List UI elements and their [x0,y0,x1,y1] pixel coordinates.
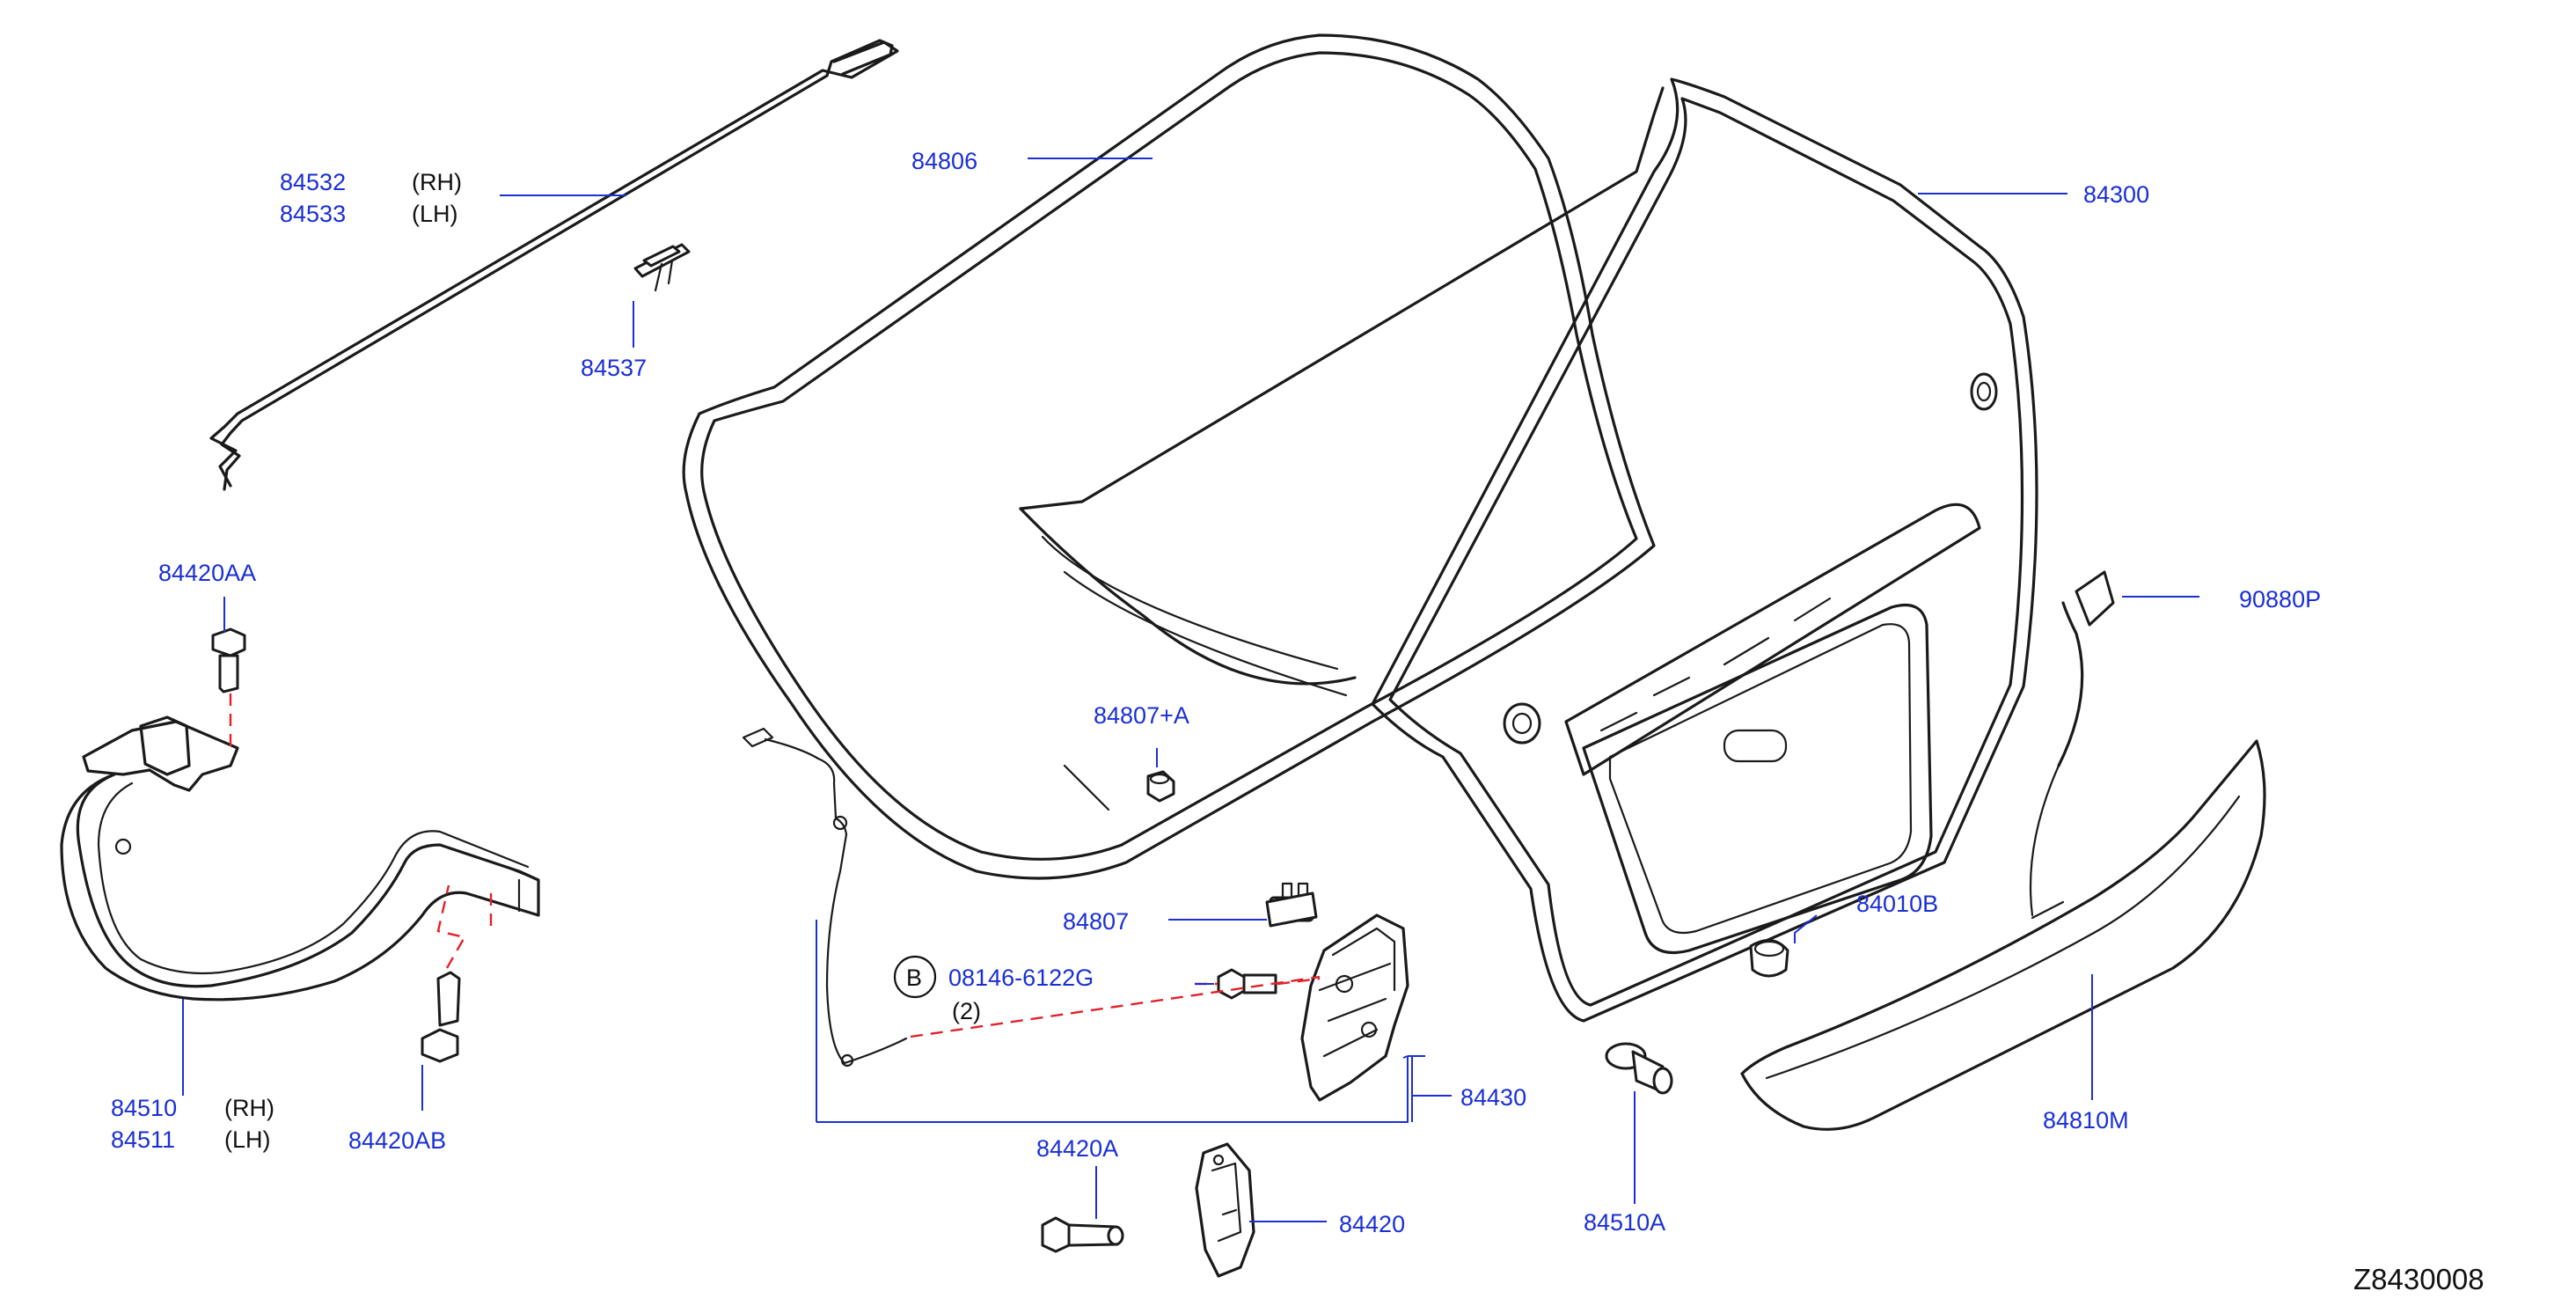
label-84810m: 84810M [2043,1107,2129,1134]
label-84510a: 84510A [1584,1209,1665,1236]
label-84533: 84533 [280,201,346,227]
bolt-symbol-circle [893,955,937,999]
grommet-84010b-drawing[interactable] [1749,939,1789,978]
label-84537: 84537 [581,355,647,381]
label-quantity: (2) [952,998,981,1024]
label-84807: 84807 [1063,908,1129,935]
bolt-84420a-drawing[interactable] [1041,1216,1124,1253]
label-84010b: 84010B [1856,891,1938,917]
label-90880p: 90880P [2239,586,2321,613]
trunk-lid-drawing[interactable] [682,33,2038,1023]
label-84420ab: 84420AB [348,1127,446,1154]
label-lh-84511: (LH) [224,1126,271,1153]
connection-dashes [229,693,1321,1038]
bumper-84807-drawing[interactable] [1265,891,1318,928]
label-84511: 84511 [111,1126,175,1153]
label-rh-84510: (RH) [224,1095,274,1121]
label-84532: 84532 [280,169,346,195]
diagram-code: Z8430008 [2353,1263,2485,1295]
emblem-90880p-drawing[interactable] [2075,570,2115,627]
label-84420: 84420 [1339,1211,1405,1237]
label-lh-84533: (LH) [412,201,458,227]
bolt-08146-drawing[interactable] [1217,968,1277,1000]
label-84510: 84510 [111,1095,177,1121]
callout-labels: 84532 (RH) 84533 (LH) 84537 84806 84300 … [111,148,2485,1295]
label-84420a: 84420A [1036,1135,1118,1162]
bolt-84420ab-drawing[interactable] [421,971,461,1063]
release-wire-drawing[interactable] [742,727,908,1068]
hinge-drawing[interactable] [60,715,540,1002]
spoiler-84810m-drawing[interactable] [1740,601,2266,1131]
striker-84420-drawing[interactable] [1195,1142,1255,1278]
bolt-symbol-letter: B [906,965,922,991]
label-rh-84532: (RH) [412,169,462,195]
label-84806: 84806 [911,148,977,174]
fastener-84510a-drawing[interactable] [1605,1042,1673,1095]
label-84300: 84300 [2083,181,2149,208]
clip-84537-drawing[interactable] [633,243,691,292]
leader-lines [182,158,2199,1222]
bumper-84807a-drawing[interactable] [1146,770,1175,803]
label-84420aa: 84420AA [158,560,256,586]
bolt-84420aa-drawing[interactable] [211,627,246,693]
torsion-bar-drawing[interactable] [209,39,899,491]
label-84807a: 84807+A [1094,702,1189,729]
label-84430: 84430 [1460,1084,1526,1111]
label-08146-6122g: 08146-6122G [948,965,1094,991]
